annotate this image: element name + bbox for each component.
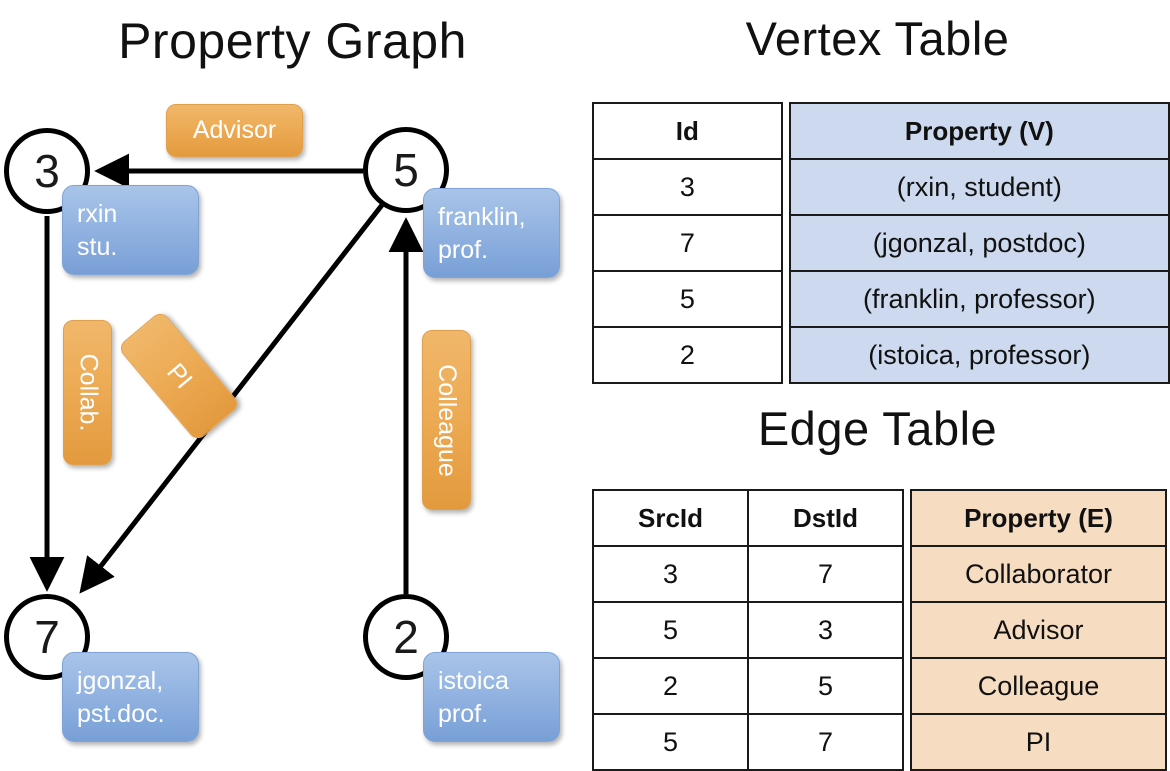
edge-label-advisor[interactable]: Advisor [166,104,303,157]
edge-table-property-column: Property (E) Collaborator Advisor Collea… [910,489,1167,771]
graph-node-3-label: 3 [34,145,60,197]
edge-table-cell-property-2: Colleague [910,657,1167,715]
edge-label-collab[interactable]: Collab. [63,320,112,465]
vertex-property-box-2-line1: istoica [438,667,509,695]
table-header-row: Property (V) [788,102,1170,160]
vertex-table-cell-id-0: 3 [592,158,783,216]
vertex-property-box-5-line1: franklin, [438,203,526,231]
table-header-row: Id [592,102,783,160]
edge-table-cell-src-1: 5 [592,601,749,659]
vertex-table-cell-property-2: (franklin, professor) [788,270,1170,328]
edge-table-cell-property-0: Collaborator [910,545,1167,603]
graph-node-7-label: 7 [34,611,60,663]
graph-node-2-label: 2 [393,611,419,663]
table-row: 2 [592,326,783,384]
page-title-vertex-table: Vertex Table [745,12,1010,65]
table-row: 5 7 [592,713,904,771]
page-title-edge-table: Edge Table [757,402,998,455]
vertex-table-cell-property-1: (jgonzal, postdoc) [788,214,1170,272]
vertex-property-box-3-line1: rxin [77,200,118,228]
vertex-table-id-column: Id 3 7 5 2 [592,102,783,384]
edge-table-header-dstid: DstId [747,489,904,547]
table-row: (jgonzal, postdoc) [788,214,1170,272]
page-title-property-graph: Property Graph [118,13,467,69]
vertex-property-box-2[interactable]: istoica prof. [423,652,560,742]
table-row: 7 [592,214,783,272]
vertex-table-cell-property-3: (istoica, professor) [788,326,1170,384]
table-row: (rxin, student) [788,158,1170,216]
table-row: 3 7 [592,545,904,603]
vertex-table-cell-property-0: (rxin, student) [788,158,1170,216]
edge-label-collab-text: Collab. [74,353,103,432]
edge-label-colleague-text: Colleague [433,363,461,477]
edge-label-advisor-text: Advisor [192,116,277,144]
table-row: 5 3 [592,601,904,659]
table-header-row: Property (E) [910,489,1167,547]
vertex-property-box-7[interactable]: jgonzal, pst.doc. [62,652,199,742]
vertex-property-box-3[interactable]: rxin stu. [62,185,199,275]
property-graph-diagram: 3 5 7 2 rxin stu. franklin, prof. jgonza… [0,0,585,760]
vertex-table-header-property: Property (V) [788,102,1170,160]
table-row: Colleague [910,657,1167,715]
vertex-table-cell-id-1: 7 [592,214,783,272]
vertex-table: Id 3 7 5 2 Property (V) (rxin, student) [592,102,1170,384]
edge-table-cell-src-3: 5 [592,713,749,771]
vertex-table-cell-id-3: 2 [592,326,783,384]
table-row: 5 [592,270,783,328]
edge-table-header-srcid: SrcId [592,489,749,547]
vertex-table-cell-id-2: 5 [592,270,783,328]
edge-table-cell-dst-3: 7 [747,713,904,771]
table-row: (istoica, professor) [788,326,1170,384]
edge-table-cell-property-1: Advisor [910,601,1167,659]
table-row: Advisor [910,601,1167,659]
edge-table-cell-property-3: PI [910,713,1167,771]
edge-table: SrcId DstId 3 7 5 3 2 5 5 7 Prope [592,489,1167,771]
edge-label-pi-text: PI [161,357,198,394]
edge-table-cell-dst-2: 5 [747,657,904,715]
vertex-table-property-column: Property (V) (rxin, student) (jgonzal, p… [788,102,1170,384]
edge-table-cell-dst-1: 3 [747,601,904,659]
edge-table-cell-src-0: 3 [592,545,749,603]
edge-table-header-property: Property (E) [910,489,1167,547]
table-header-row: SrcId DstId [592,489,904,547]
edge-table-cell-dst-0: 7 [747,545,904,603]
table-row: PI [910,713,1167,771]
vertex-table-header-id: Id [592,102,783,160]
vertex-property-box-5-line2: prof. [438,236,489,264]
table-row: 2 5 [592,657,904,715]
graph-node-5[interactable]: 5 [363,127,449,213]
graph-node-5-label: 5 [393,144,419,196]
vertex-property-box-7-line1: jgonzal, [77,667,164,695]
graph-node-2[interactable]: 2 [363,594,449,680]
vertex-property-box-7-line2: pst.doc. [77,700,165,728]
vertex-property-box-3-line2: stu. [77,233,118,261]
table-row: 3 [592,158,783,216]
vertex-property-box-5[interactable]: franklin, prof. [423,188,560,278]
edge-table-src-dst-columns: SrcId DstId 3 7 5 3 2 5 5 7 [592,489,904,771]
table-row: Collaborator [910,545,1167,603]
vertex-property-box-2-line2: prof. [438,700,489,728]
table-row: (franklin, professor) [788,270,1170,328]
edge-label-colleague[interactable]: Colleague [422,330,471,510]
edge-table-cell-src-2: 2 [592,657,749,715]
